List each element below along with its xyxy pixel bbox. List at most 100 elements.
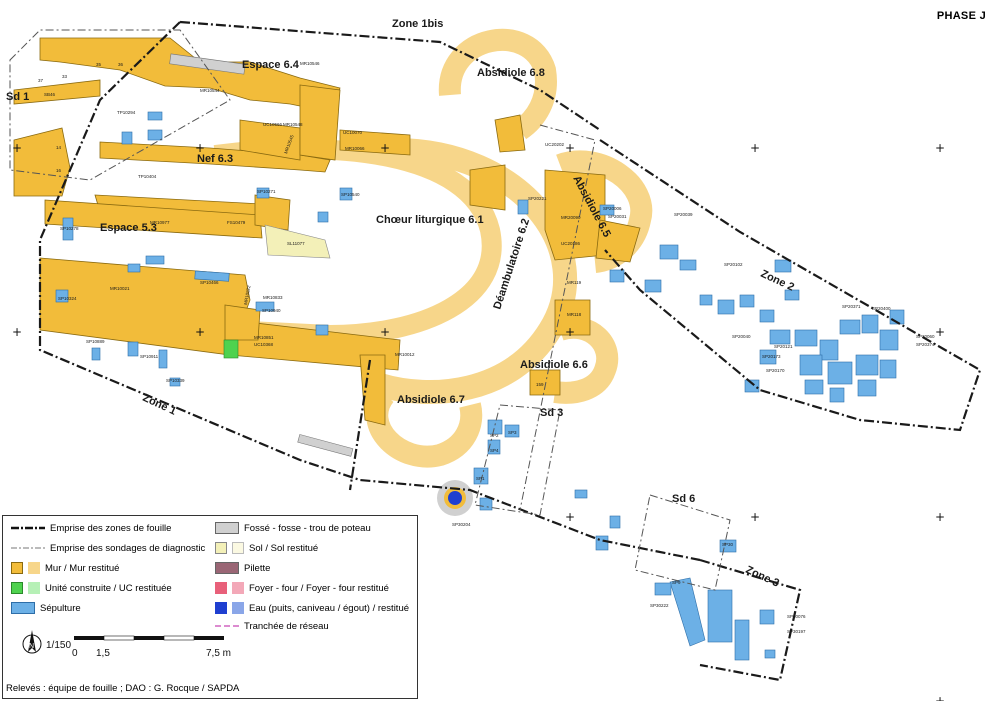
feature-label: MR10021 bbox=[110, 286, 130, 291]
burial bbox=[654, 582, 672, 596]
trench-swatch bbox=[215, 625, 239, 627]
legend-item-mur: Mur / Mur restitué bbox=[11, 562, 119, 574]
burial bbox=[62, 217, 74, 241]
scale-bar: N 1/150 0 1,5 7,5 m bbox=[22, 630, 231, 659]
svg-text:+: + bbox=[935, 510, 945, 524]
legend-item-uc: Unité construite / UC restituée bbox=[11, 582, 172, 594]
burial bbox=[317, 211, 329, 223]
burial bbox=[734, 619, 750, 661]
feature-label: MR10012 bbox=[395, 352, 415, 357]
feature-label: SP20374 bbox=[916, 342, 935, 347]
burial bbox=[644, 279, 662, 293]
legend: Emprise des zones de fouille Emprise des… bbox=[2, 515, 418, 699]
zone-1bis-outline bbox=[179, 20, 601, 131]
burial bbox=[855, 354, 879, 376]
feature-label: 33 bbox=[62, 74, 68, 79]
wall-6-8 bbox=[494, 114, 526, 153]
zone-3-outline bbox=[699, 558, 802, 682]
burial bbox=[829, 387, 845, 403]
floor-restored-swatch bbox=[232, 542, 244, 554]
burial bbox=[147, 129, 163, 141]
burial bbox=[127, 341, 139, 357]
hearth-swatch bbox=[215, 582, 227, 594]
burial bbox=[609, 515, 621, 529]
burial bbox=[127, 263, 141, 273]
burial bbox=[839, 319, 861, 335]
feature-label: SP10271 bbox=[257, 189, 276, 194]
svg-text:+: + bbox=[935, 141, 945, 155]
feature-label: MR10851 bbox=[254, 335, 274, 340]
legend-item-eau: Eau (puits, caniveau / égout) / restitué bbox=[215, 602, 409, 614]
burial bbox=[744, 379, 760, 393]
water-restored-swatch bbox=[232, 602, 244, 614]
burial bbox=[574, 489, 588, 499]
feature-label: 35 bbox=[96, 62, 102, 67]
feature-label: SP10339 bbox=[166, 378, 185, 383]
feature-label: SP30 bbox=[722, 542, 734, 547]
burial bbox=[504, 424, 520, 438]
burial bbox=[764, 649, 776, 659]
zone-1bis-label: Zone 1bis bbox=[392, 18, 443, 30]
svg-text:+: + bbox=[195, 325, 205, 339]
feature-label: MR10545 bbox=[283, 134, 295, 155]
feature-label: SP10278 bbox=[60, 226, 79, 231]
feature-label: MR10822 bbox=[243, 285, 251, 306]
feature-label: FS10479 bbox=[227, 220, 246, 225]
feature-label: SP10940 bbox=[262, 308, 281, 313]
feature-label: 16 bbox=[56, 168, 62, 173]
feature-label: SP30076 bbox=[787, 614, 806, 619]
sd-6-outline bbox=[634, 494, 731, 591]
feature-label: TP10294 bbox=[117, 110, 136, 115]
zone-1-label: Zone 1 bbox=[141, 392, 178, 418]
absidiole-6-8-label: Absidiole 6.8 bbox=[477, 67, 545, 79]
wall-restored-swatch bbox=[28, 562, 40, 574]
zone-5-inner bbox=[348, 359, 372, 491]
legend-item-fosse: Fossé - fosse - trou de poteau bbox=[215, 522, 371, 534]
east-wall bbox=[299, 84, 341, 161]
feature-label: UC10368 bbox=[254, 342, 274, 347]
feature-label: SB46 bbox=[44, 92, 56, 97]
east-link bbox=[339, 129, 411, 156]
feature-label: SP10466 bbox=[200, 280, 219, 285]
nef-6-3-label: Nef 6.3 bbox=[197, 153, 233, 165]
burial bbox=[717, 299, 735, 315]
choeur-label: Chœur liturgique 6.1 bbox=[376, 214, 484, 226]
absidiole-6-6-label: Absidiole 6.6 bbox=[520, 359, 588, 371]
feature-label: SP20006 bbox=[603, 206, 622, 211]
burial bbox=[256, 187, 270, 199]
scale-tick-0: 0 bbox=[72, 648, 78, 659]
burial bbox=[804, 379, 824, 395]
burial bbox=[739, 294, 755, 308]
north-wall bbox=[39, 37, 341, 113]
scale-ratio: 1/150 bbox=[46, 640, 71, 651]
feature-label: SP30197 bbox=[787, 629, 806, 634]
hearth-restored-swatch bbox=[232, 582, 244, 594]
svg-text:+: + bbox=[565, 325, 575, 339]
absidiole-6-7-label: Absidiole 6.7 bbox=[397, 394, 465, 406]
feature-label: UC10566 bbox=[263, 122, 283, 127]
feature-label: MR10546 bbox=[300, 61, 320, 66]
feature-label: TP10404 bbox=[138, 174, 157, 179]
scale-tick-1: 1,5 bbox=[96, 648, 110, 659]
feature-label: SP3 bbox=[508, 430, 517, 435]
burial bbox=[487, 439, 501, 455]
svg-text:+: + bbox=[935, 325, 945, 339]
pit-north bbox=[169, 53, 246, 75]
uc-restored-swatch bbox=[28, 582, 40, 594]
feature-label: 14 bbox=[56, 145, 62, 150]
feature-label: SP20173 bbox=[762, 354, 781, 359]
wall-ambulatory-mid bbox=[554, 299, 591, 336]
burial bbox=[339, 187, 353, 201]
burial bbox=[759, 349, 777, 365]
burial bbox=[827, 361, 853, 385]
burial bbox=[659, 244, 679, 260]
feature-label: SP9 bbox=[672, 580, 681, 585]
absidiole-6-8-ring bbox=[438, 28, 557, 140]
sd-1-label: Sd 1 bbox=[6, 91, 29, 103]
feature-labels: MR10544 MR10546 UC10566 MR10548 MR10545 … bbox=[38, 61, 935, 634]
scale-tick-2: 7,5 m bbox=[206, 648, 231, 659]
svg-text:+: + bbox=[565, 510, 575, 524]
north-arrow-pointer bbox=[28, 630, 36, 652]
burial bbox=[194, 270, 230, 282]
burial bbox=[55, 289, 69, 303]
